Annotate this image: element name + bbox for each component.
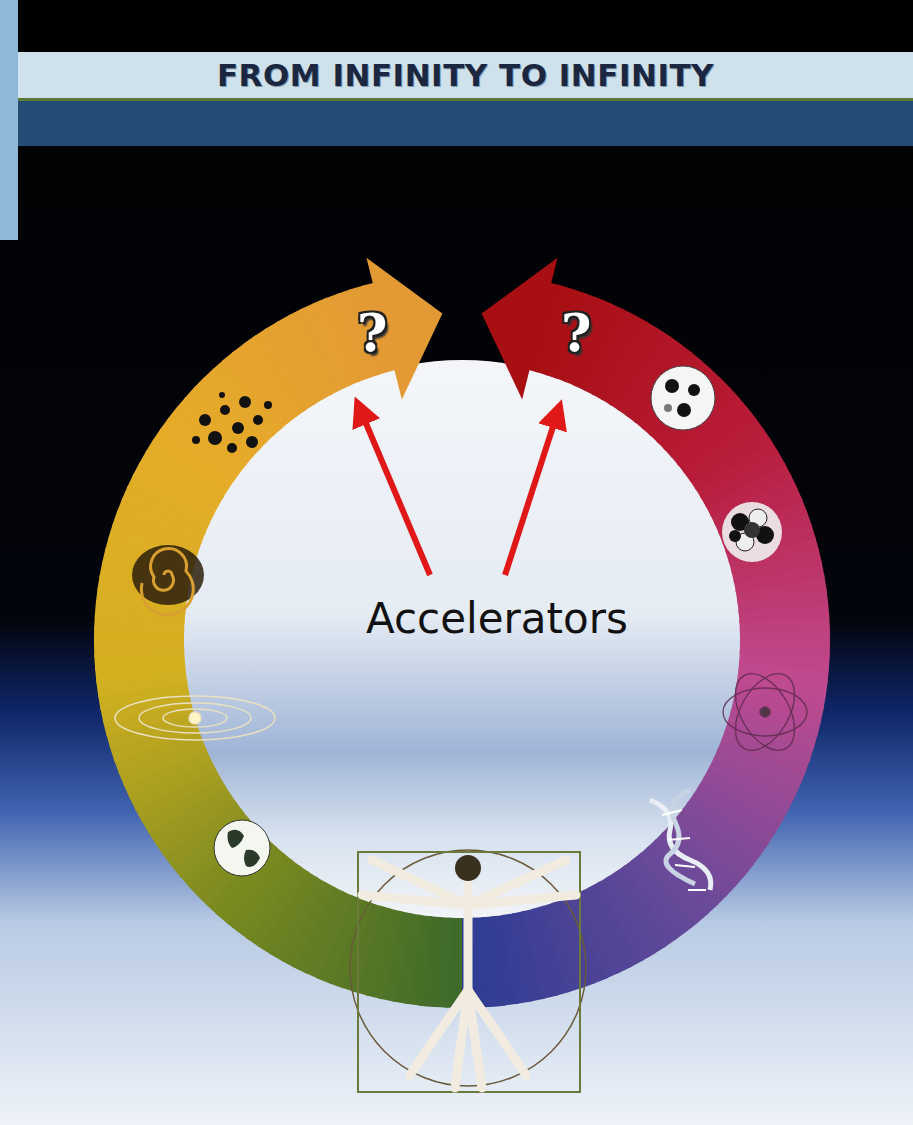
cycle-ring	[94, 258, 830, 1008]
icons	[115, 366, 807, 1092]
inner-disk	[182, 360, 742, 920]
leader-arrow	[505, 405, 560, 575]
dna-icon	[650, 790, 711, 890]
atom-icon	[651, 366, 715, 430]
callout-label: Accelerators	[366, 594, 628, 643]
vitruvian-man	[350, 850, 586, 1092]
leader-arrow	[357, 402, 430, 575]
question-mark: ?	[357, 302, 387, 363]
title-bar: FROM INFINITY TO INFINITY	[18, 52, 913, 101]
earth-icon	[214, 820, 270, 876]
leader-arrows	[357, 402, 560, 575]
particle-cluster	[192, 392, 272, 453]
ring-arrowhead	[482, 258, 558, 400]
ring-band	[462, 282, 830, 1008]
question-mark: ?	[561, 302, 591, 363]
galaxy-icon	[132, 545, 204, 615]
solar-system-icon	[115, 696, 275, 740]
ring-segment	[554, 293, 600, 382]
corner-panel	[0, 0, 18, 240]
title: FROM INFINITY TO INFINITY	[217, 57, 714, 93]
nucleus-icon	[722, 502, 782, 562]
orbital-icon	[723, 664, 807, 761]
blue-strip	[18, 100, 913, 146]
